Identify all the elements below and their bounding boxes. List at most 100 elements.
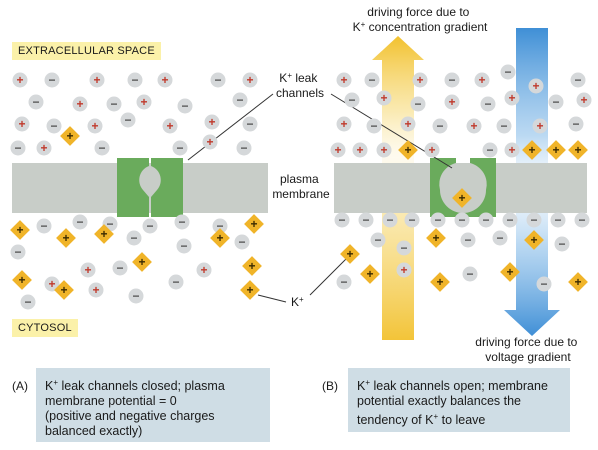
svg-text:−: − — [180, 239, 187, 253]
svg-text:−: − — [98, 141, 105, 155]
svg-text:−: − — [436, 119, 443, 133]
anion-icon: − — [334, 212, 350, 228]
svg-text:−: − — [500, 119, 507, 133]
svg-text:−: − — [370, 119, 377, 133]
svg-text:−: − — [362, 213, 369, 227]
svg-text:+: + — [91, 119, 98, 133]
anion-icon: − — [574, 212, 590, 228]
anion-icon: − — [382, 212, 398, 228]
svg-text:+: + — [100, 227, 107, 241]
anion-icon: − — [430, 212, 446, 228]
svg-text:+: + — [246, 283, 253, 297]
cation-icon: + — [336, 116, 352, 132]
svg-text:−: − — [484, 97, 491, 111]
potassium-ion-icon: + — [500, 262, 520, 282]
svg-text:−: − — [414, 97, 421, 111]
anion-icon: − — [478, 212, 494, 228]
extracellular-space-label: EXTRACELLULAR SPACE — [12, 42, 161, 60]
svg-text:+: + — [206, 135, 213, 149]
svg-text:+: + — [250, 217, 257, 231]
svg-text:−: − — [338, 213, 345, 227]
anion-icon: − — [344, 92, 360, 108]
anion-icon: − — [496, 118, 512, 134]
anion-icon: − — [10, 244, 26, 260]
svg-text:−: − — [40, 219, 47, 233]
cytosol-label: CYTOSOL — [12, 319, 78, 337]
svg-text:+: + — [140, 95, 147, 109]
panel-b-caption-box — [348, 368, 570, 432]
anion-icon: − — [168, 274, 184, 290]
svg-text:−: − — [238, 235, 245, 249]
svg-text:−: − — [554, 213, 561, 227]
anion-icon: − — [432, 118, 448, 134]
svg-text:−: − — [374, 233, 381, 247]
svg-text:+: + — [93, 73, 100, 87]
svg-text:−: − — [400, 241, 407, 255]
voltage-driving-force-label: driving force due to voltage gradient — [475, 335, 580, 364]
svg-text:+: + — [166, 119, 173, 133]
svg-text:+: + — [248, 259, 255, 273]
cation-icon: + — [72, 96, 88, 112]
svg-text:+: + — [216, 231, 223, 245]
anion-icon: − — [10, 140, 26, 156]
svg-text:−: − — [48, 73, 55, 87]
svg-text:−: − — [14, 141, 21, 155]
potassium-ion-icon: + — [568, 140, 588, 160]
svg-text:+: + — [528, 143, 535, 157]
ions-layer: +−+−+−+−+−+−−+−+−++−−++−−+−+−−−−−−+−++−−… — [10, 64, 592, 310]
cation-icon: + — [136, 94, 152, 110]
svg-text:−: − — [496, 231, 503, 245]
cation-icon: + — [196, 262, 212, 278]
svg-text:+: + — [458, 191, 465, 205]
svg-text:−: − — [131, 73, 138, 87]
potassium-ion-icon: + — [360, 264, 380, 284]
anion-icon: − — [462, 266, 478, 282]
leak-channels-label: K+ leak channels — [276, 71, 324, 101]
anion-icon: − — [404, 212, 420, 228]
svg-text:+: + — [18, 273, 25, 287]
anion-icon: − — [550, 212, 566, 228]
svg-text:+: + — [508, 91, 515, 105]
svg-text:−: − — [110, 97, 117, 111]
svg-text:+: + — [432, 231, 439, 245]
potassium-ion-icon: + — [12, 270, 32, 290]
svg-text:−: − — [578, 213, 585, 227]
svg-text:+: + — [138, 255, 145, 269]
potassium-ion-icon: + — [240, 280, 260, 300]
cation-icon: + — [14, 116, 30, 132]
svg-text:+: + — [334, 143, 341, 157]
potassium-ion-icon: + — [132, 252, 152, 272]
cation-icon: + — [80, 262, 96, 278]
anion-icon: − — [176, 238, 192, 254]
svg-text:+: + — [530, 233, 537, 247]
svg-text:+: + — [66, 129, 73, 143]
svg-text:+: + — [580, 93, 587, 107]
svg-text:+: + — [380, 91, 387, 105]
svg-text:−: − — [106, 217, 113, 231]
svg-text:+: + — [246, 73, 253, 87]
cation-icon: + — [12, 72, 28, 88]
anion-icon: − — [172, 140, 188, 156]
anion-icon: − — [28, 94, 44, 110]
cation-icon: + — [424, 142, 440, 158]
svg-text:−: − — [246, 117, 253, 131]
cation-icon: + — [330, 142, 346, 158]
svg-text:−: − — [464, 233, 471, 247]
svg-text:−: − — [236, 93, 243, 107]
panel-a-letter: (A) — [12, 379, 28, 393]
anion-icon: − — [548, 94, 564, 110]
svg-text:+: + — [346, 247, 353, 261]
svg-text:+: + — [536, 119, 543, 133]
svg-text:−: − — [76, 215, 83, 229]
svg-text:+: + — [208, 115, 215, 129]
anion-icon: − — [364, 72, 380, 88]
anion-icon: − — [126, 230, 142, 246]
cation-icon: + — [36, 140, 52, 156]
svg-text:−: − — [176, 141, 183, 155]
svg-text:−: − — [124, 113, 131, 127]
svg-text:+: + — [404, 143, 411, 157]
cation-icon: + — [352, 142, 368, 158]
cation-icon: + — [376, 142, 392, 158]
anion-icon: − — [94, 140, 110, 156]
svg-text:+: + — [200, 263, 207, 277]
